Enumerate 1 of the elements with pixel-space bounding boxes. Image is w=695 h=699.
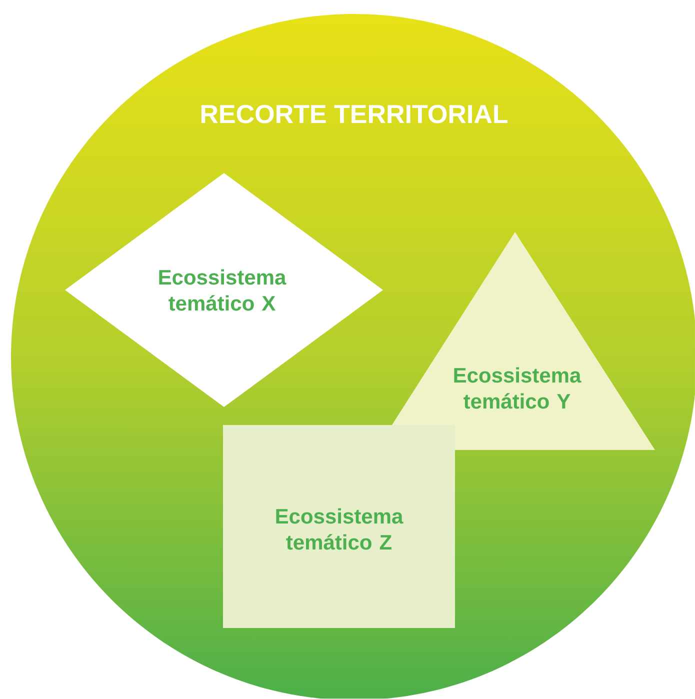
circle-region: RECORTE TERRITORIAL: [201, 104, 508, 124]
